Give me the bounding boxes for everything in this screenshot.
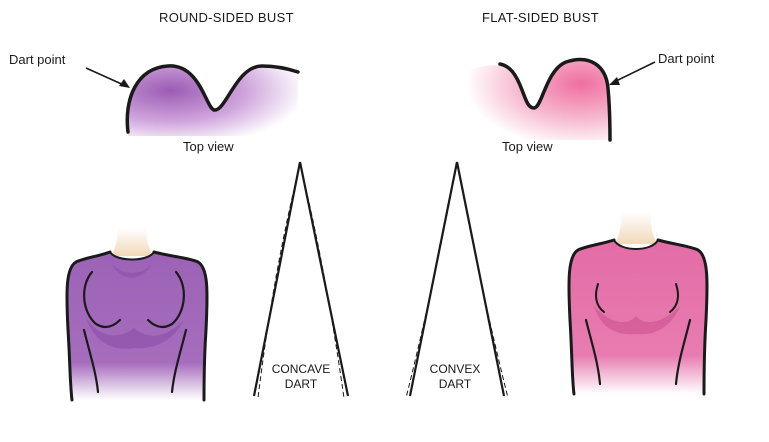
round-bust-top-view xyxy=(125,64,300,136)
dart-point-label-right: Dart point xyxy=(658,51,715,66)
concave-dart-label-line2: DART xyxy=(284,377,318,391)
flat-bust-figure xyxy=(567,212,709,396)
convex-dart-label: CONVEX DART xyxy=(420,362,490,392)
top-view-label-left: Top view xyxy=(183,139,234,154)
flat-bust-title: FLAT-SIDED BUST xyxy=(482,10,599,25)
top-view-label-right: Top view xyxy=(502,139,553,154)
dart-point-label-left: Dart point xyxy=(9,52,66,67)
concave-dart-label-line1: CONCAVE xyxy=(271,362,331,376)
dart-point-arrow-left xyxy=(85,67,130,88)
concave-dart-diagram xyxy=(252,161,350,399)
convex-dart-label-line2: DART xyxy=(438,377,472,391)
convex-dart-label-line1: CONVEX xyxy=(429,362,481,376)
flat-bust-top-view xyxy=(466,57,612,142)
round-bust-title: ROUND-SIDED BUST xyxy=(159,10,294,25)
concave-dart-label: CONCAVE DART xyxy=(266,362,336,392)
round-bust-figure xyxy=(65,228,209,402)
convex-dart-diagram xyxy=(405,161,509,399)
dart-point-arrow-right xyxy=(609,61,656,85)
